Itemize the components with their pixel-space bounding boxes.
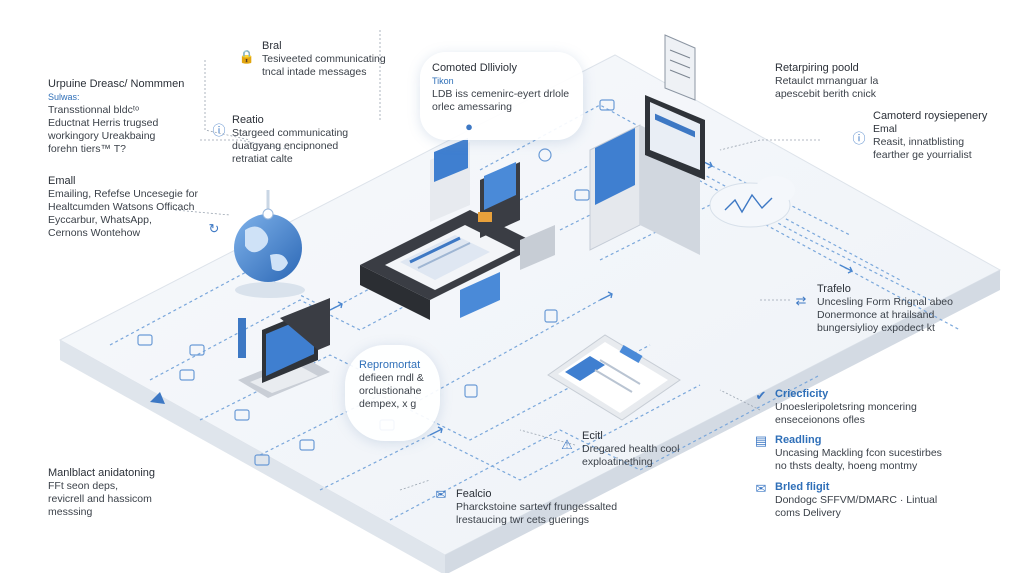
label-right-e: Brled fligit Dondogc SFFVM/DMARC · Lintu… [775, 481, 937, 520]
label-title: Retarpiring poold [775, 62, 859, 74]
label-title: Fealcio [456, 488, 492, 500]
label-line: tncal intade messages [262, 66, 367, 78]
label-title: Repromortat [359, 359, 421, 371]
label-line: bungersiylioy expodect kt [817, 322, 935, 334]
label-line: LDB iss cemenirc-eyert drlole [432, 88, 570, 100]
label-title: Brled fligit [775, 481, 830, 493]
label-line: workingory Ureakbaing [48, 130, 156, 142]
label-right-a: Camoterd roysiepenery Emal Reasit, innat… [873, 110, 987, 162]
mail-icon: ✉ [435, 487, 447, 502]
label-line: orlec amessaring [432, 101, 512, 113]
label-line: Transstionnal bldcᵗᵒ [48, 104, 140, 116]
label-bottom-left: Manlblact anidatoning FFt seon deps, rev… [48, 467, 155, 519]
label-bottom-center-b: Fealcio Pharckstoine sartevf frungessalt… [456, 488, 617, 527]
central-workstation [360, 138, 555, 320]
doc-icon: ▤ [754, 433, 768, 448]
label-bottom-center-a: Ecitl Dregared health cool exploatinethi… [582, 430, 679, 469]
label-line: Healtcumden Watsons Officach [48, 201, 195, 213]
label-line: Emailing, Refefse Uncesegie for [48, 188, 198, 200]
label-line: FFt seon deps, [48, 480, 119, 492]
label-line: Pharckstoine sartevf frungessalted [456, 501, 618, 513]
label-left-mid-b: Emall Emailing, Refefse Uncesegie for He… [48, 175, 198, 240]
label-line: Unoesleripoletsring moncering [775, 401, 917, 413]
label-line: Retaulct mrnanguar la [775, 75, 879, 87]
label-line: messsing [48, 506, 93, 518]
label-line: Tesiveeted communicating [262, 53, 386, 65]
label-line: coms Delivery [775, 507, 841, 519]
link-icon: ⇄ [795, 293, 807, 308]
label-title: Trafelo [817, 283, 851, 295]
label-title: Criecficity [775, 388, 829, 400]
label-sub: Sulwas: [48, 92, 80, 102]
leader-lines [174, 30, 820, 491]
label-top-center-left: Bral Tesiveeted communicating tncal inta… [262, 40, 386, 79]
callout-bubble-center: Repromortat defieen rndl & orclustionahe… [345, 345, 440, 441]
label-line: orclustionahe [359, 385, 422, 397]
label-line: Eductnat Herris trugsed [48, 117, 159, 129]
alert-icon: ⚠ [561, 437, 573, 452]
tablet-device [547, 334, 681, 421]
label-title: Camoterd roysiepenery [873, 110, 988, 122]
label-line: Eyccarbur, WhatsApp, [48, 214, 152, 226]
label-center-bubble: Repromortat defieen rndl & orclustionahe… [359, 359, 424, 411]
mail-icon: ✉ [755, 481, 767, 496]
label-top-bubble: Comoted Dllivioly Tikon LDB iss cemenirc… [432, 62, 569, 114]
label-line: duatgyang encipnoned [232, 140, 339, 152]
label-line: revicrell and hassicom [48, 493, 152, 505]
label-sub: Tikon [432, 76, 454, 86]
label-line: defieen rndl & [359, 372, 424, 384]
label-line: Stargeed communicating [232, 127, 349, 139]
label-top-left: Urpuine Dreasc/ Nommmen Sulwas: Transsti… [48, 78, 184, 156]
label-top-right: Retarpiring poold Retaulct mrnanguar la … [775, 62, 878, 101]
label-line: fearther ge yourrialist [873, 149, 972, 161]
label-line: exploatinething [582, 456, 653, 468]
label-line: Uncesling Form Rrignal abeo [817, 296, 953, 308]
cloud-illustration [709, 176, 795, 228]
globe-illustration [234, 190, 305, 298]
label-title: Readling [775, 434, 822, 446]
label-line: retratiat calte [232, 153, 293, 165]
label-line: Donermonce at hrailsand [817, 309, 935, 321]
label-title: Manlblact anidatoning [48, 467, 156, 479]
label-line: Dregared health cool [582, 443, 680, 455]
server-monitor [589, 34, 705, 255]
label-line: apescebit berith cnick [775, 88, 876, 100]
platform-small-icons [137, 99, 615, 466]
label-line: forehn tiers™ T? [48, 143, 127, 155]
label-line: Reasit, innatblisting [873, 136, 965, 148]
label-line: dempex, x g [359, 398, 417, 410]
laptop-device [238, 298, 330, 398]
info-icon: ⓘ [852, 131, 866, 146]
refresh-icon: ↻ [208, 221, 220, 236]
check-icon: ✔ [755, 388, 767, 403]
callout-bubble-top: Comoted Dllivioly Tikon LDB iss cemenirc… [420, 52, 584, 140]
label-line: lrestaucing twr cets guerings [456, 514, 590, 526]
label-title: Comoted Dllivioly [432, 62, 517, 74]
label-right-b: Trafelo Uncesling Form Rrignal abeo Done… [817, 283, 953, 335]
info-icon: ● [465, 119, 473, 134]
label-left-mid-a: Reatio Stargeed communicating duatgyang … [232, 114, 348, 166]
label-head: Emal [873, 123, 897, 135]
label-title: Reatio [232, 114, 264, 126]
label-line: Cernons Wontehow [48, 227, 141, 239]
label-right-d: Readling Uncasing Mackling fcon sucestir… [775, 434, 942, 473]
label-line: no thsts dealty, hoeng montmy [775, 460, 918, 472]
label-title: Emall [48, 175, 76, 187]
label-line: enseceionons ofles [775, 414, 865, 426]
lock-icon: 🔒 [238, 49, 256, 64]
label-line: Uncasing Mackling fcon sucestirbes [775, 447, 942, 459]
info-icon: ⓘ [212, 123, 226, 138]
label-line: Dondogc SFFVM/DMARC · Lintual [775, 494, 938, 506]
label-title: Bral [262, 40, 282, 52]
label-right-c: Criecficity Unoesleripoletsring moncerin… [775, 388, 917, 427]
label-title: Urpuine Dreasc/ Nommmen [48, 78, 185, 90]
label-title: Ecitl [582, 430, 603, 442]
